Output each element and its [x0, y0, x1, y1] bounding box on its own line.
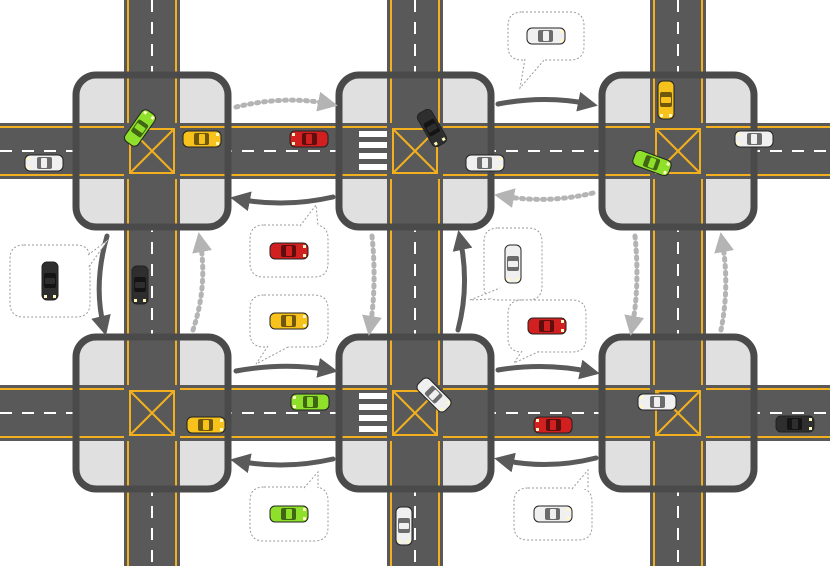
car-yellow [657, 80, 675, 120]
message-car [269, 242, 309, 260]
message-car [41, 261, 59, 301]
intersection-top-left [72, 71, 232, 231]
car-green [632, 149, 672, 177]
crosswalk [359, 131, 387, 170]
link-arrow-top-middle-to-top-right [495, 91, 598, 112]
link-arrow-bottom-right-to-bottom-middle [494, 452, 599, 473]
intersection-top-right [598, 71, 758, 231]
car-green [124, 109, 156, 147]
message-bubble-top [507, 11, 585, 90]
link-arrow-bottom-right-to-top-right [714, 232, 734, 333]
box-junction-marking [129, 390, 175, 436]
message-car [527, 317, 567, 335]
intersection-bottom-left [72, 333, 232, 493]
car-red [289, 130, 329, 148]
message-bubble-bottom-left [249, 470, 329, 542]
message-car [269, 312, 309, 330]
link-arrow-bottom-middle-to-top-middle [452, 230, 473, 333]
car-white [465, 154, 505, 172]
link-arrow-bottom-left-to-top-left [190, 232, 212, 333]
intersection-top-middle [335, 71, 495, 231]
car-white [24, 154, 64, 172]
communication-links [91, 91, 734, 474]
message-car [533, 505, 573, 523]
car-yellow [186, 416, 226, 434]
message-bubbles [9, 11, 593, 542]
vehicles [24, 80, 815, 546]
car-red [533, 416, 573, 434]
message-bubble-bottom-right [513, 468, 593, 541]
car-dark [775, 415, 815, 433]
message-car [526, 27, 566, 45]
intersection-bottom-middle [335, 333, 495, 493]
link-arrow-top-middle-to-top-left [230, 191, 336, 212]
link-arrow-top-right-to-top-middle [494, 188, 596, 208]
car-white [416, 377, 452, 413]
message-bubble-middle-left [249, 294, 329, 365]
intersection-zones [72, 71, 758, 493]
link-arrow-bottom-middle-to-bottom-left [230, 453, 336, 474]
link-arrow-bottom-left-to-bottom-middle [233, 358, 338, 378]
car-dark [416, 108, 448, 148]
car-green [290, 393, 330, 411]
message-car [269, 505, 309, 523]
car-yellow [182, 130, 222, 148]
car-dark [131, 265, 149, 305]
crosswalk [359, 393, 387, 432]
link-arrow-top-right-to-bottom-right [624, 233, 645, 336]
message-car [504, 244, 522, 284]
message-bubble-middle-right [469, 227, 543, 301]
link-arrow-bottom-middle-to-bottom-right [495, 359, 600, 380]
intersection-bottom-right [598, 333, 758, 493]
link-arrow-top-left-to-bottom-left [91, 233, 111, 336]
link-arrow-top-left-to-top-middle [233, 91, 338, 112]
message-bubble-lower-middle [507, 299, 587, 365]
message-bubble-upper-left [249, 203, 329, 278]
car-white [734, 130, 774, 148]
message-bubble-left [9, 239, 109, 318]
link-arrow-top-middle-to-bottom-middle [362, 233, 382, 336]
car-white [395, 506, 413, 546]
car-white [637, 393, 677, 411]
